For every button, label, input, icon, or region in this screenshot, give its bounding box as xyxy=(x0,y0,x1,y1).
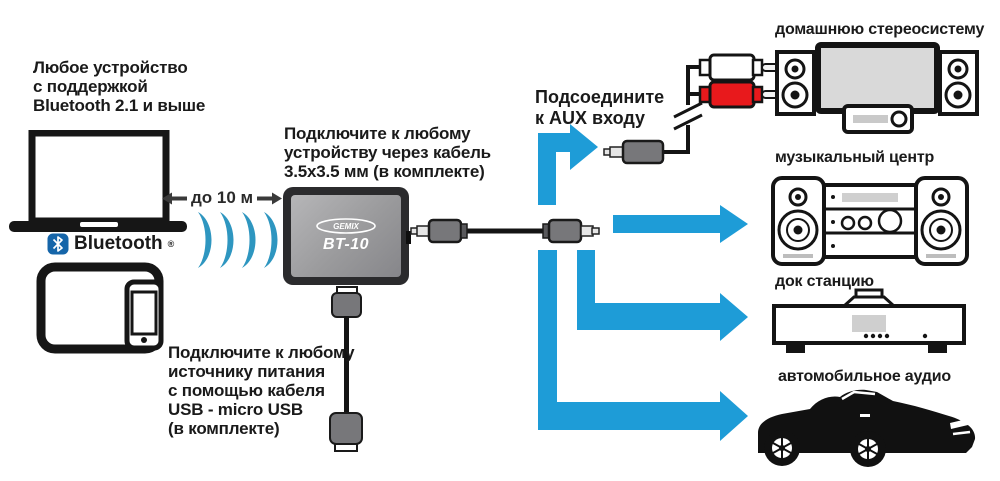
target-label-dock-station: док станцию xyxy=(775,273,874,290)
home-stereo-icon xyxy=(775,42,979,134)
dock-station-icon xyxy=(772,288,966,353)
bluetooth-reg-mark: ® xyxy=(167,239,175,249)
front-wheel-icon xyxy=(850,431,886,467)
rca-adapter-icon xyxy=(603,53,780,165)
rear-wheel-icon xyxy=(764,430,800,466)
usb-cable-wire xyxy=(344,316,349,414)
bluetooth-logo-icon xyxy=(47,233,69,255)
range-row: до 10 м xyxy=(162,188,283,208)
aux-instruction: Подсоедините к AUX входу xyxy=(535,87,665,128)
aux-cable-caption: Подключите к любому устройству через каб… xyxy=(284,124,491,181)
brand-text: GEMIX xyxy=(333,222,359,231)
laptop-icon xyxy=(9,130,187,232)
arrow-to-aux-icon xyxy=(538,124,598,205)
power-caption: Подключите к любому источнику питания с … xyxy=(168,343,355,438)
range-label: до 10 м xyxy=(191,188,254,207)
arrow-to-car-icon xyxy=(538,250,748,441)
target-label-home-stereo: домашнюю стереосистему xyxy=(775,21,985,38)
aux-port-notch xyxy=(406,231,411,244)
music-center-icon xyxy=(771,176,969,266)
target-label-music-center: музыкальный центр xyxy=(775,149,935,166)
bt10-receiver: GEMIX BT-10 xyxy=(283,187,411,285)
wireless-waves-icon xyxy=(198,212,278,268)
range-arrow-left-icon xyxy=(162,192,187,204)
target-label-car-audio: автомобильное аудио xyxy=(778,368,951,385)
arrow-to-dock-icon xyxy=(577,250,748,341)
bluetooth-label: Bluetooth xyxy=(74,233,163,254)
brand-logo-icon: GEMIX xyxy=(316,218,376,234)
smartphone-icon xyxy=(124,279,164,351)
bt10-panel: GEMIX BT-10 xyxy=(291,195,401,277)
usb-connector-icon xyxy=(329,412,363,445)
source-caption: Любое устройство с поддержкой Bluetooth … xyxy=(33,58,206,115)
arrow-to-music-center-icon xyxy=(613,205,748,243)
usb-tip xyxy=(334,443,358,452)
car-icon xyxy=(758,389,976,467)
aux-jack-cable-icon xyxy=(410,218,600,244)
model-label: BT-10 xyxy=(322,236,370,253)
range-arrow-right-icon xyxy=(257,192,283,204)
micro-usb-connector-icon xyxy=(331,292,362,318)
bluetooth-badge: Bluetooth ® xyxy=(47,233,174,255)
